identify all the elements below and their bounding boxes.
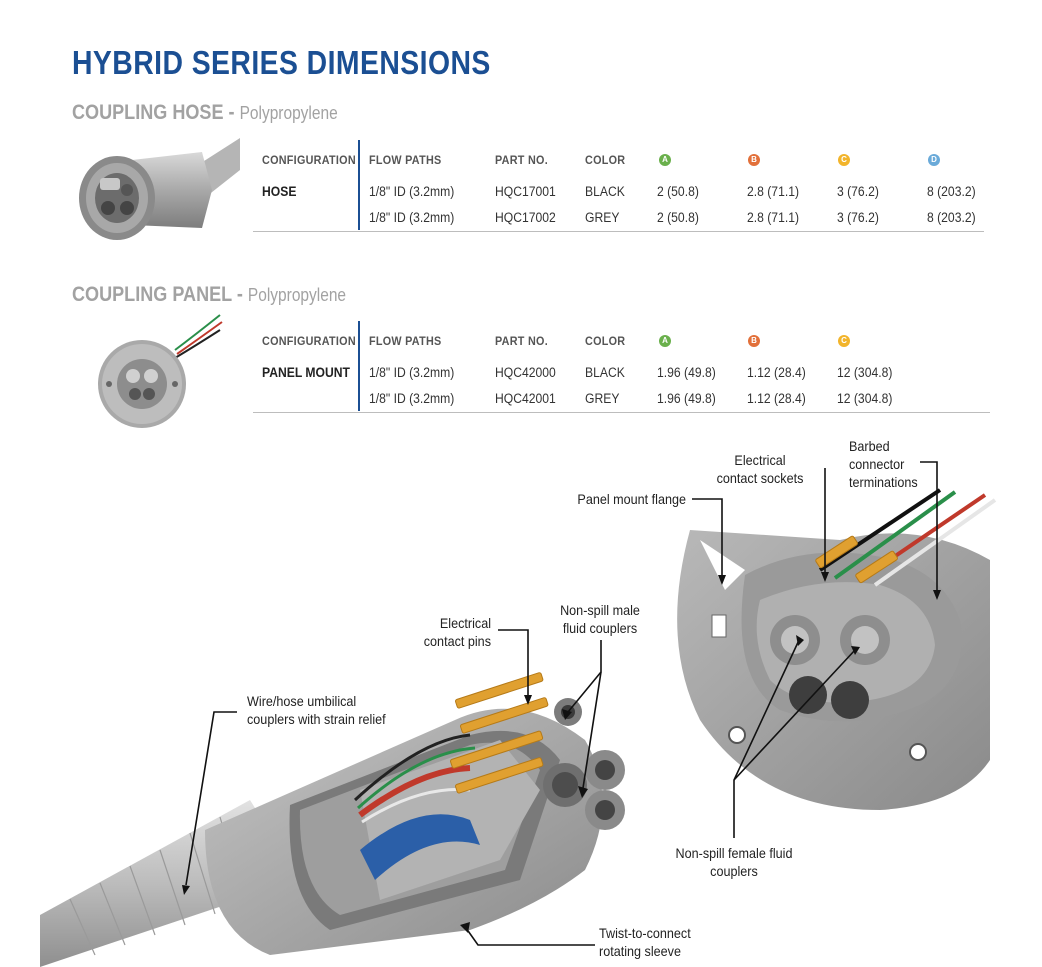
dimension-a-badge: A [659, 335, 671, 347]
cutaway-illustration [40, 461, 997, 967]
hose-section-heading: COUPLING HOSE - Polypropylene [72, 101, 338, 125]
hose-row1-a: 2 (50.8) [657, 184, 699, 199]
panel-section-separator: - [231, 283, 248, 306]
panel-row2-flow: 1/8" ID (3.2mm) [369, 391, 455, 406]
coupling-hose-image [79, 138, 240, 240]
panel-row2-part: HQC42001 [495, 391, 556, 406]
page-title: HYBRID SERIES DIMENSIONS [72, 44, 491, 81]
panel-row1-a: 1.96 (49.8) [657, 365, 716, 380]
dimension-a-badge: A [659, 154, 671, 166]
panel-row1-c: 12 (304.8) [837, 365, 893, 380]
panel-mount-flange-label: Panel mount flange [577, 491, 686, 507]
panel-section-heading: COUPLING PANEL - Polypropylene [72, 283, 346, 307]
panel-row1-part: HQC42000 [495, 365, 556, 380]
hose-row2-d: 8 (203.2) [927, 210, 976, 225]
barbed-connector-label: Barbed connector terminations [849, 438, 918, 490]
panel-row2-a: 1.96 (49.8) [657, 391, 716, 406]
hose-section-material: Polypropylene [239, 103, 338, 123]
hose-row2-b: 2.8 (71.1) [747, 210, 800, 225]
dimension-b-badge: B [748, 154, 760, 166]
twist-to-connect-sleeve-label: Twist-to-connect rotating sleeve [599, 925, 691, 959]
hose-section-name: COUPLING HOSE [72, 101, 224, 124]
hose-row1-part: HQC17001 [495, 184, 556, 199]
panel-header-color: COLOR [585, 334, 626, 348]
table-divider [358, 321, 360, 411]
table-divider [358, 140, 360, 230]
hose-row1-b: 2.8 (71.1) [747, 184, 800, 199]
hose-header-configuration: CONFIGURATION [262, 153, 356, 167]
hose-row2-flow: 1/8" ID (3.2mm) [369, 210, 455, 225]
electrical-contact-pins-label: Electrical contact pins [423, 615, 491, 649]
dimension-d-badge: D [928, 154, 940, 166]
panel-row2-color: GREY [585, 391, 620, 406]
coupling-panel-image [98, 314, 223, 428]
panel-section-material: Polypropylene [247, 285, 347, 305]
panel-section-name: COUPLING PANEL [72, 283, 232, 306]
dimension-c-badge: C [838, 154, 850, 166]
panel-row2-b: 1.12 (28.4) [747, 391, 806, 406]
dimension-b-badge: B [748, 335, 760, 347]
hose-row1-flow: 1/8" ID (3.2mm) [369, 184, 455, 199]
panel-row1-b: 1.12 (28.4) [747, 365, 806, 380]
hose-header-color: COLOR [585, 153, 626, 167]
hose-row1-color: BLACK [585, 184, 625, 199]
hose-row2-color: GREY [585, 210, 620, 225]
non-spill-male-couplers-label: Non-spill male fluid couplers [560, 602, 640, 636]
hose-row2-a: 2 (50.8) [657, 210, 699, 225]
panel-row1-color: BLACK [585, 365, 625, 380]
hose-row2-part: HQC17002 [495, 210, 556, 225]
panel-row1-flow: 1/8" ID (3.2mm) [369, 365, 455, 380]
panel-header-configuration: CONFIGURATION [262, 334, 356, 348]
hose-header-flow-paths: FLOW PATHS [369, 153, 442, 167]
panel-configuration: PANEL MOUNT [262, 365, 350, 380]
hose-row1-d: 8 (203.2) [927, 184, 976, 199]
panel-header-part-no: PART NO. [495, 334, 548, 348]
panel-header-flow-paths: FLOW PATHS [369, 334, 442, 348]
hose-configuration: HOSE [262, 184, 297, 199]
hose-row2-c: 3 (76.2) [837, 210, 879, 225]
electrical-contact-sockets-label: Electrical contact sockets [716, 452, 804, 486]
table-bottom-rule [253, 231, 984, 232]
table-bottom-rule [253, 412, 990, 413]
panel-row2-c: 12 (304.8) [837, 391, 893, 406]
dimension-c-badge: C [838, 335, 850, 347]
hose-section-separator: - [223, 101, 240, 124]
non-spill-female-couplers-label: Non-spill female fluid couplers [675, 845, 793, 879]
hose-row1-c: 3 (76.2) [837, 184, 879, 199]
umbilical-couplers-label: Wire/hose umbilical couplers with strain… [247, 693, 386, 727]
hose-header-part-no: PART NO. [495, 153, 548, 167]
